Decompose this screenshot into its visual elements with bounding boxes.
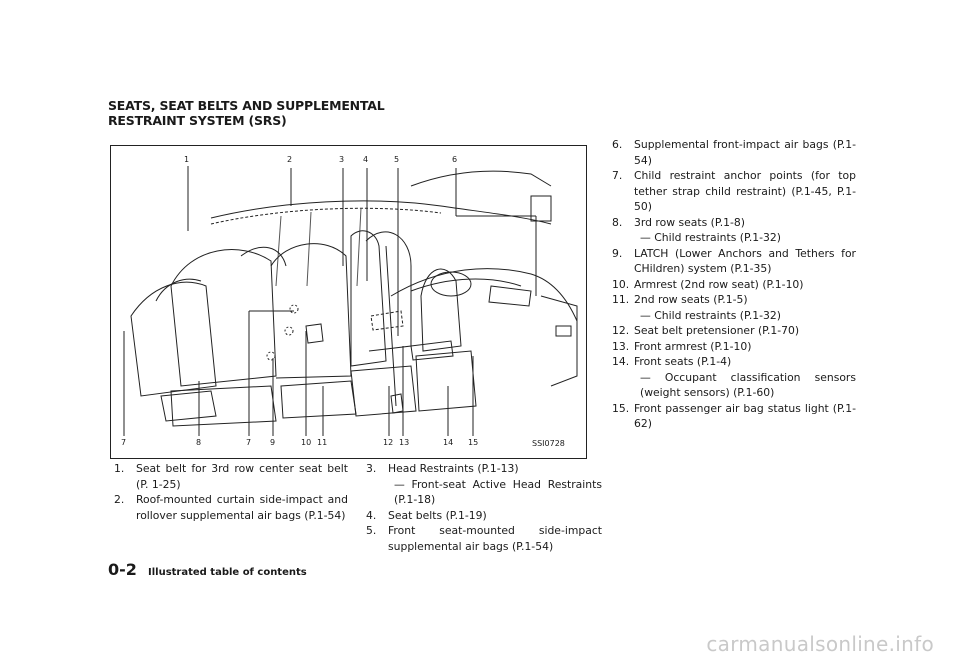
callout-13: 13 [399, 438, 410, 447]
item-number: 6. [612, 138, 623, 151]
callout-8: 8 [196, 438, 202, 447]
list-item: 10. Armrest (2nd row seat) (P.1-10) [612, 277, 856, 293]
item-text: Head Restraints (P.1-13) [388, 462, 519, 475]
item-text: Armrest (2nd row seat) (P.1-10) [634, 277, 804, 291]
section-heading: SEATS, SEAT BELTS AND SUPPLEMENTAL RESTR… [108, 98, 385, 128]
list-column-1: 1. Seat belt for 3rd row center seat bel… [114, 461, 348, 523]
footer-title: Illustrated table of contents [148, 567, 307, 578]
item-text: Child restraint anchor points (for top t… [634, 169, 856, 213]
list-item: 14. Front seats (P.1-4) Occupant classif… [612, 354, 856, 401]
item-text: Front armrest (P.1-10) [634, 339, 752, 353]
item-subtext: Child restraints (P.1-32) [634, 230, 856, 246]
item-number: 11. [612, 293, 630, 306]
list-item: 13. Front armrest (P.1-10) [612, 339, 856, 355]
callout-6: 6 [452, 155, 458, 164]
vehicle-interior-illustration: 1 2 3 4 5 6 7 8 7 9 10 11 12 13 14 15 SS… [110, 145, 587, 459]
item-text: Supplemental front-impact air bags (P.1-… [634, 138, 856, 167]
list-column-2: 3. Head Restraints (P.1-13) Front-seat A… [366, 461, 602, 554]
item-number: 4. [366, 508, 377, 522]
item-number: 10. [612, 277, 630, 291]
item-number: 1. [114, 462, 125, 475]
callout-10: 10 [301, 438, 312, 447]
list-item: 9. LATCH (Lower Anchors and Tethers for … [612, 246, 856, 277]
heading-line-1: SEATS, SEAT BELTS AND SUPPLEMENTAL [108, 98, 385, 113]
list-item: 4. Seat belts (P.1-19) [366, 508, 602, 524]
figure-code: SSI0728 [532, 439, 565, 448]
list-item: 3. Head Restraints (P.1-13) Front-seat A… [366, 461, 602, 508]
list-item: 11. 2nd row seats (P.1-5) Child restrain… [612, 292, 856, 323]
callout-14: 14 [443, 438, 454, 447]
item-number: 8. [612, 215, 623, 229]
item-number: 14. [612, 355, 630, 368]
list-item: 2. Roof-mounted curtain side-impact and … [114, 492, 348, 523]
callout-15: 15 [468, 438, 479, 447]
item-subtext: Front-seat Active Head Restraints (P.1-1… [388, 477, 602, 508]
item-subtext: Occupant classification sensors (weight … [634, 370, 856, 401]
interior-line-drawing [123, 166, 578, 436]
callout-7b: 7 [246, 438, 252, 447]
callout-11: 11 [317, 438, 328, 447]
callout-2: 2 [287, 155, 293, 164]
callout-4: 4 [363, 155, 369, 164]
list-item: 6. Supplemental front-impact air bags (P… [612, 137, 856, 168]
callout-9: 9 [270, 438, 276, 447]
item-number: 13. [612, 339, 630, 353]
item-text: Seat belt pretensioner (P.1-70) [634, 324, 800, 337]
callout-5: 5 [394, 155, 400, 164]
item-number: 12. [612, 324, 630, 337]
list-item: 12. Seat belt pretensioner (P.1-70) [612, 323, 856, 339]
item-text: Seat belt for 3rd row center seat belt (… [136, 462, 348, 491]
item-text: Front passenger air bag status light (P.… [634, 401, 856, 431]
item-text: Seat belts (P.1-19) [388, 508, 487, 522]
page-footer: 0-2 Illustrated table of contents [108, 560, 307, 579]
item-text: Roof-mounted curtain side-impact and rol… [136, 493, 348, 522]
callout-1: 1 [184, 155, 190, 164]
list-item: 15. Front passenger air bag status light… [612, 401, 856, 432]
list-column-3: 6. Supplemental front-impact air bags (P… [612, 137, 856, 432]
item-text: 3rd row seats (P.1-8) [634, 215, 745, 229]
list-item: 1. Seat belt for 3rd row center seat bel… [114, 461, 348, 492]
item-text: 2nd row seats (P.1-5) [634, 293, 748, 306]
item-text: Front seat-mounted side-impact supplemen… [388, 524, 602, 553]
page-number: 0-2 [108, 560, 137, 579]
item-number: 15. [612, 401, 630, 415]
item-number: 3. [366, 462, 377, 475]
callout-7a: 7 [121, 438, 127, 447]
item-number: 7. [612, 169, 623, 182]
item-number: 9. [612, 246, 623, 260]
list-item: 5. Front seat-mounted side-impact supple… [366, 523, 602, 554]
list-item: 8. 3rd row seats (P.1-8) Child restraint… [612, 215, 856, 246]
item-text: Front seats (P.1-4) [634, 355, 732, 368]
item-number: 5. [366, 524, 377, 537]
item-number: 2. [114, 493, 125, 506]
heading-line-2: RESTRAINT SYSTEM (SRS) [108, 113, 287, 128]
item-subtext: Child restraints (P.1-32) [634, 308, 856, 324]
list-item: 7. Child restraint anchor points (for to… [612, 168, 856, 215]
watermark: carmanualsonline.info [706, 632, 934, 656]
item-text: LATCH (Lower Anchors and Tethers for CHi… [634, 246, 856, 276]
callout-12: 12 [383, 438, 394, 447]
callout-3: 3 [339, 155, 345, 164]
